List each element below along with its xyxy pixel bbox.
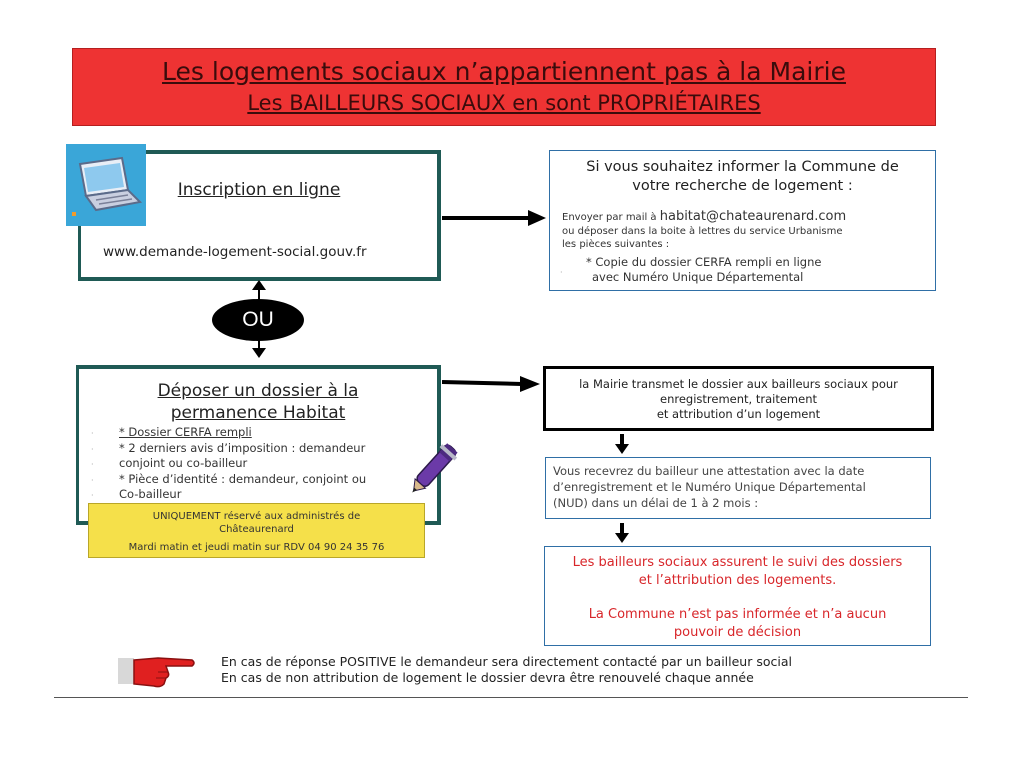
pen-icon bbox=[412, 443, 458, 493]
recevez-line1: Vous recevrez du bailleur une attestatio… bbox=[553, 464, 865, 478]
inform-email-prefix: Envoyer par mail à bbox=[562, 212, 660, 223]
inform-title-line2: votre recherche de logement : bbox=[632, 178, 853, 194]
laptop-icon bbox=[66, 144, 146, 226]
notice-line2: Châteaurenard bbox=[219, 524, 294, 535]
inform-commune-box: Si vous souhaitez informer la Commune de… bbox=[549, 150, 936, 291]
title-banner: Les logements sociaux n’appartiennent pa… bbox=[72, 48, 936, 126]
bailleurs-line1: Les bailleurs sociaux assurent le suivi … bbox=[572, 555, 903, 570]
bullet: · bbox=[560, 268, 563, 277]
footer-positive-response: En cas de réponse POSITIVE le demandeur … bbox=[221, 654, 792, 669]
registration-url[interactable]: www.demande-logement-social.gouv.fr bbox=[103, 244, 367, 260]
arrow-down-2 bbox=[615, 523, 629, 543]
notice-line1: UNIQUEMENT réservé aux administrés de bbox=[152, 511, 361, 522]
deposit-title-line2: permanence Habitat bbox=[170, 403, 346, 423]
bullet: · bbox=[91, 445, 94, 454]
online-registration-title: Inscription en ligne bbox=[177, 180, 341, 200]
inform-line3: les pièces suivantes : bbox=[562, 239, 670, 250]
email-link[interactable]: habitat@chateaurenard.com bbox=[659, 209, 847, 224]
inform-line4: * Copie du dossier CERFA rempli en ligne bbox=[586, 255, 822, 269]
arrow-down-1 bbox=[615, 434, 629, 454]
arrow-up-icon bbox=[252, 280, 266, 290]
notice-schedule: Mardi matin et jeudi matin sur RDV 04 90… bbox=[128, 542, 385, 553]
arrow-down-icon bbox=[252, 348, 266, 358]
mairie-transmits-box: la Mairie transmet le dossier aux baille… bbox=[543, 366, 934, 431]
deposit-title-line1: Déposer un dossier à la bbox=[157, 381, 359, 401]
inform-line5: avec Numéro Unique Départemental bbox=[592, 270, 804, 284]
pointing-hand-icon bbox=[118, 657, 195, 688]
banner-title-line2: Les BAILLEURS SOCIAUX en sont PROPRIÉTAI… bbox=[247, 91, 761, 115]
mairie-line1: la Mairie transmet le dossier aux baille… bbox=[579, 377, 898, 391]
arrow-right-1 bbox=[442, 210, 546, 226]
bailleurs-followup-box: Les bailleurs sociaux assurent le suivi … bbox=[544, 546, 931, 646]
footer-divider bbox=[54, 697, 968, 698]
inform-email-line: Envoyer par mail à habitat@chateaurenard… bbox=[562, 209, 846, 224]
inform-title-line1: Si vous souhaitez informer la Commune de bbox=[586, 159, 899, 175]
bullet: · bbox=[91, 476, 94, 485]
deposit-dossier-box: Déposer un dossier à la permanence Habit… bbox=[76, 365, 441, 525]
mairie-line2: enregistrement, traitement bbox=[660, 392, 817, 406]
deposit-item-tax-cont: conjoint ou co-bailleur bbox=[119, 456, 248, 470]
bullet: · bbox=[91, 429, 94, 438]
bailleurs-line2: et l’attribution des logements. bbox=[638, 573, 837, 588]
recevez-line3: (NUD) dans un délai de 1 à 2 mois : bbox=[553, 496, 759, 510]
recevez-line2: d’enregistrement et le Numéro Unique Dép… bbox=[553, 480, 866, 494]
deposit-item-id: * Pièce d’identité : demandeur, conjoint… bbox=[119, 472, 367, 486]
bailleurs-line3: La Commune n’est pas informée et n’a auc… bbox=[588, 607, 887, 622]
bullet: · bbox=[91, 460, 94, 469]
residents-only-notice: UNIQUEMENT réservé aux administrés de Ch… bbox=[88, 503, 425, 558]
deposit-item-id-cont: Co-bailleur bbox=[119, 487, 182, 501]
deposit-item-cerfa: * Dossier CERFA rempli bbox=[119, 425, 252, 439]
bullet: · bbox=[91, 491, 94, 500]
ou-oval: OU bbox=[212, 299, 304, 341]
bailleurs-line4: pouvoir de décision bbox=[673, 625, 802, 640]
arrow-right-2 bbox=[442, 376, 540, 392]
mairie-line3: et attribution d’un logement bbox=[656, 407, 821, 421]
attestation-box: Vous recevrez du bailleur une attestatio… bbox=[545, 457, 931, 519]
banner-title-line1: Les logements sociaux n’appartiennent pa… bbox=[162, 57, 846, 86]
deposit-item-tax: * 2 derniers avis d’imposition : demande… bbox=[119, 441, 366, 455]
footer-renewal-note: En cas de non attribution de logement le… bbox=[221, 670, 754, 685]
inform-line2: ou déposer dans la boite à lettres du se… bbox=[562, 226, 843, 237]
